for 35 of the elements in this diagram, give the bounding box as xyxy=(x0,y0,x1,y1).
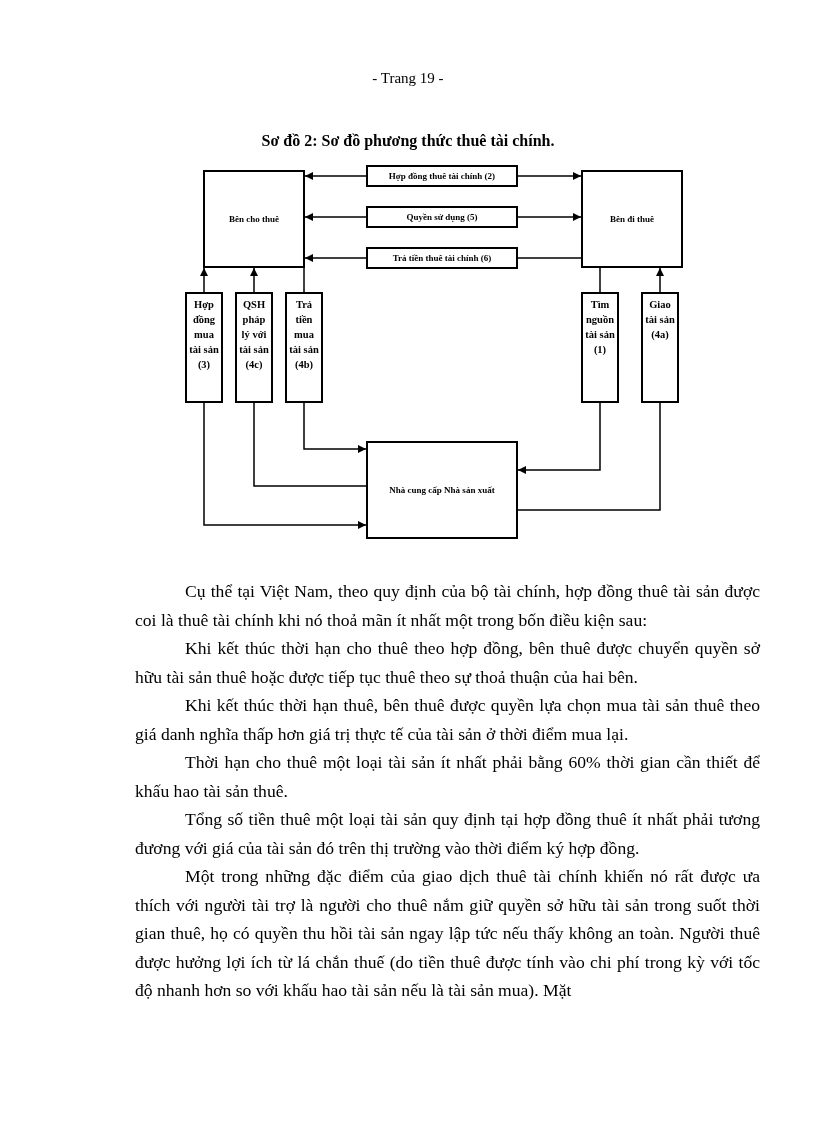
step-box: Quyền sử dụng (5) xyxy=(366,206,518,228)
step-box: Hợp đồng mua tài sản (3) xyxy=(185,292,223,403)
arrow xyxy=(303,402,367,453)
diagram-title: Sơ đồ 2: Sơ đồ phương thức thuê tài chính. xyxy=(260,132,556,150)
connector-line xyxy=(253,402,367,487)
body-paragraph: Một trong những đặc điểm của giao dịch thuê tài chính khiến nó rất được ưa thích với người tài trợ là người cho thuê nắm giữ quyền sở hữu tài sản trong suốt thời gian thuê, họ có quyền thu hồi tài sản ngay lập tức nếu thấy không an toàn. Người thuê được hưởng lợi ích từ lá chắn thuế (do tiền thuê được tính vào chi phí trong kỳ với tốc độ nhanh hơn so với khấu hao tài sản nếu là tài sản mua). Mặt xyxy=(135,865,760,1003)
connector-line xyxy=(517,402,661,511)
connector-line xyxy=(517,257,582,259)
page-number: - Trang 19 - xyxy=(371,70,445,87)
step-box: Tìm nguồn tài sản (1) xyxy=(581,292,619,403)
body-paragraph: Khi kết thúc thời hạn cho thuê theo hợp đồng, bên thuê được chuyển quyền sở hữu tài sản thuê hoặc được tiếp tục thuê theo sự thoả thuận của hai bên. xyxy=(135,637,760,689)
arrow xyxy=(203,402,367,529)
connector-line xyxy=(599,267,601,293)
arrow xyxy=(656,267,664,293)
step-box: QSH pháp lý với tài sản (4c) xyxy=(235,292,273,403)
body-paragraph: Tổng số tiền thuê một loại tài sản quy định tại hợp đồng thuê ít nhất phải tương đương với giá của tài sản đó trên thị trường vào thời điểm ký hợp đồng. xyxy=(135,808,760,860)
arrow xyxy=(200,267,208,293)
body-paragraph: Cụ thể tại Việt Nam, theo quy định của bộ tài chính, hợp đồng thuê tài sản được coi là thuê tài chính khi nó thoả mãn ít nhất một trong bốn điều kiện sau: xyxy=(135,580,760,632)
connector-line xyxy=(303,267,305,293)
arrow xyxy=(304,254,367,262)
body-paragraph: Thời hạn cho thuê một loại tài sản ít nhất phải bằng 60% thời gian cần thiết để khấu hao tài sản thuê. xyxy=(135,751,760,803)
arrow xyxy=(517,213,582,221)
step-box: Trả tiền mua tài sản (4b) xyxy=(285,292,323,403)
arrow xyxy=(304,213,367,221)
step-box: Giao tài sản (4a) xyxy=(641,292,679,403)
party-box: Bên cho thuê xyxy=(203,170,305,268)
body-paragraph: Khi kết thúc thời hạn thuê, bên thuê được quyền lựa chọn mua tài sản thuê theo giá danh nghĩa thấp hơn giá trị thực tế của tài sản ở thời điểm mua lại. xyxy=(135,694,760,746)
step-box: Hợp đồng thuê tài chính (2) xyxy=(366,165,518,187)
supplier-box: Nhà cung cấp Nhà sản xuất xyxy=(366,441,518,539)
step-box: Trả tiền thuê tài chính (6) xyxy=(366,247,518,269)
party-box: Bên đi thuê xyxy=(581,170,683,268)
arrow xyxy=(517,402,601,474)
arrow xyxy=(517,172,582,180)
arrow xyxy=(304,172,367,180)
arrow xyxy=(250,267,258,293)
